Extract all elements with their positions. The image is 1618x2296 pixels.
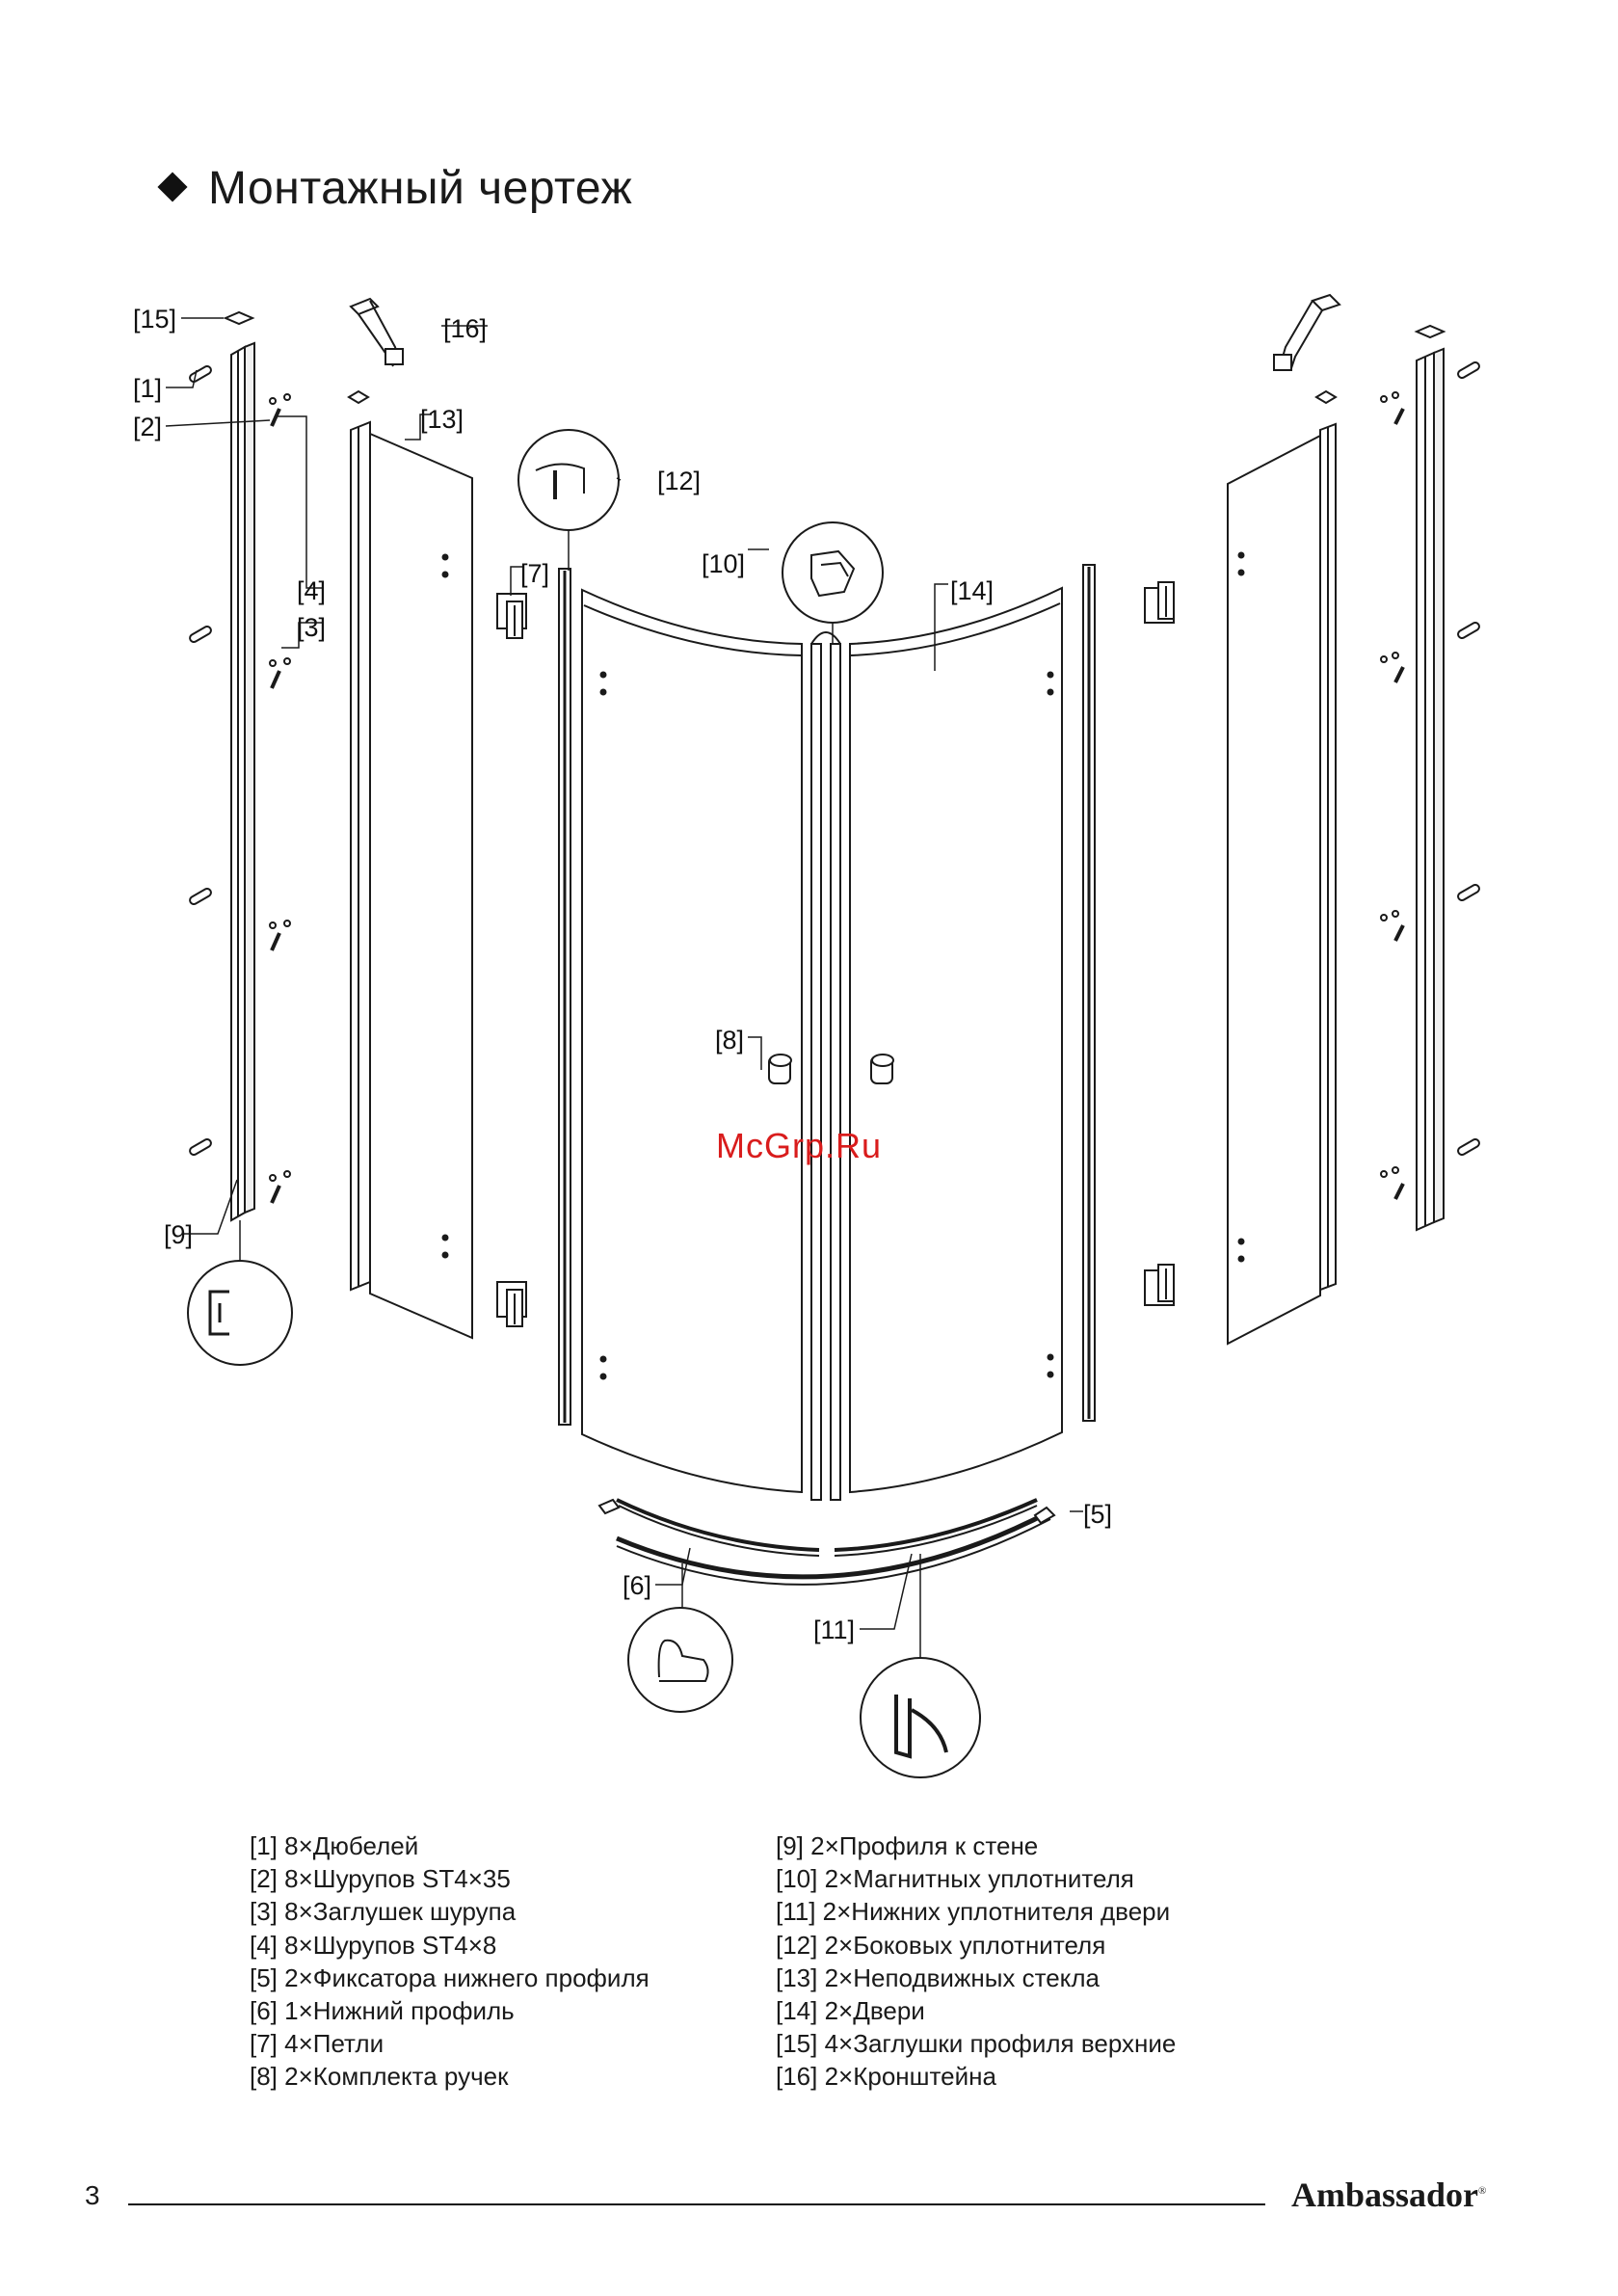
- callout-11: [11]: [813, 1615, 855, 1644]
- callout-labels: [15] [16] [1] [2] [13] [12] [7] [10] [14…: [133, 305, 1112, 1644]
- footer-divider: [128, 2203, 1265, 2205]
- callout-1: [1]: [133, 374, 162, 403]
- right-end-cap: [1414, 324, 1446, 339]
- right-wall-profile: [1416, 347, 1445, 1232]
- bottom-door-seals: [616, 1498, 1038, 1557]
- side-seals: [558, 564, 1096, 1426]
- parts-list-item: [6] 1×Нижний профиль: [250, 1996, 515, 2026]
- left-screws: [269, 393, 291, 1204]
- parts-list-item: [16] 2×Кронштейна: [776, 2062, 996, 2092]
- parts-list-item: [11] 2×Нижних уплотнителя двери: [776, 1897, 1171, 1927]
- callout-14: [14]: [950, 576, 994, 605]
- brand-name: Ambassador: [1291, 2176, 1479, 2214]
- left-bracket: [349, 297, 404, 367]
- left-dowels: [189, 365, 212, 1156]
- callout-12: [12]: [657, 467, 701, 495]
- callout-4: [4]: [297, 576, 326, 605]
- detail-side-seal: [517, 429, 620, 531]
- callout-15: [15]: [133, 305, 176, 334]
- parts-list-item: [13] 2×Неподвижных стекла: [776, 1962, 1100, 1992]
- left-wall-profile: [230, 341, 255, 1222]
- page-title-text: Монтажный чертеж: [208, 163, 633, 214]
- parts-list-item: [12] 2×Боковых уплотнителя: [776, 1930, 1106, 1960]
- parts-list-item: [14] 2×Двери: [776, 1996, 925, 2026]
- right-dowels: [1457, 361, 1480, 1156]
- parts-list-item: [8] 2×Комплекта ручек: [250, 2062, 509, 2092]
- registered-mark: ®: [1478, 2185, 1487, 2197]
- callout-8: [8]: [715, 1026, 744, 1055]
- detail-bottom-profile: [627, 1607, 733, 1713]
- parts-list-item: [5] 2×Фиксатора нижнего профиля: [250, 1962, 650, 1992]
- magnetic-seals: [810, 631, 841, 1501]
- right-screws: [1380, 391, 1405, 1200]
- left-fixed-glass: [347, 389, 473, 1340]
- detail-magnetic-seal: [782, 521, 884, 624]
- left-end-cap: [223, 310, 255, 326]
- parts-list-item: [4] 8×Шурупов ST4×8: [250, 1930, 497, 1960]
- parts-list-item: [1] 8×Дюбелей: [250, 1831, 419, 1860]
- parts-list-left: [1] 8×Дюбелей [2] 8×Шурупов ST4×35 [3] 8…: [250, 1829, 650, 2094]
- callout-10: [10]: [702, 549, 745, 578]
- brand-logo: Ambassador®: [1291, 2175, 1486, 2215]
- right-bracket: [1273, 293, 1341, 371]
- left-door: [581, 588, 803, 1494]
- profile-fixators: [597, 1498, 1056, 1525]
- parts-list-item: [15] 4×Заглушки профиля верхние: [776, 2029, 1177, 2059]
- door-handles: [768, 1054, 894, 1084]
- detail-wall-profile: [187, 1260, 293, 1366]
- hinges: [496, 581, 1175, 1327]
- callout-13: [13]: [420, 405, 464, 434]
- watermark: McGrp.Ru: [716, 1126, 883, 1165]
- parts-list-item: [10] 2×Магнитных уплотнителя: [776, 1864, 1134, 1894]
- callout-3: [3]: [297, 613, 326, 642]
- callout-16: [16]: [443, 314, 487, 343]
- leader-lines: [165, 317, 1083, 1658]
- page-number: 3: [85, 2180, 100, 2210]
- page-title: Монтажный чертеж: [157, 162, 633, 215]
- callout-9: [9]: [164, 1220, 193, 1249]
- right-door: [849, 586, 1063, 1494]
- parts-list-right: [9] 2×Профиля к стене [10] 2×Магнитных у…: [776, 1829, 1176, 2094]
- callout-6: [6]: [623, 1571, 651, 1600]
- parts-list-item: [3] 8×Заглушек шурупа: [250, 1897, 517, 1927]
- detail-bottom-seal: [860, 1657, 981, 1778]
- parts-list-item: [9] 2×Профиля к стене: [776, 1831, 1039, 1860]
- callout-7: [7]: [520, 559, 549, 588]
- parts-list-item: [2] 8×Шурупов ST4×35: [250, 1864, 511, 1894]
- bottom-profile: [616, 1508, 1052, 1586]
- callout-2: [2]: [133, 413, 162, 441]
- callout-5: [5]: [1083, 1500, 1112, 1529]
- parts-list-item: [7] 4×Петли: [250, 2029, 385, 2059]
- right-fixed-glass: [1227, 389, 1338, 1346]
